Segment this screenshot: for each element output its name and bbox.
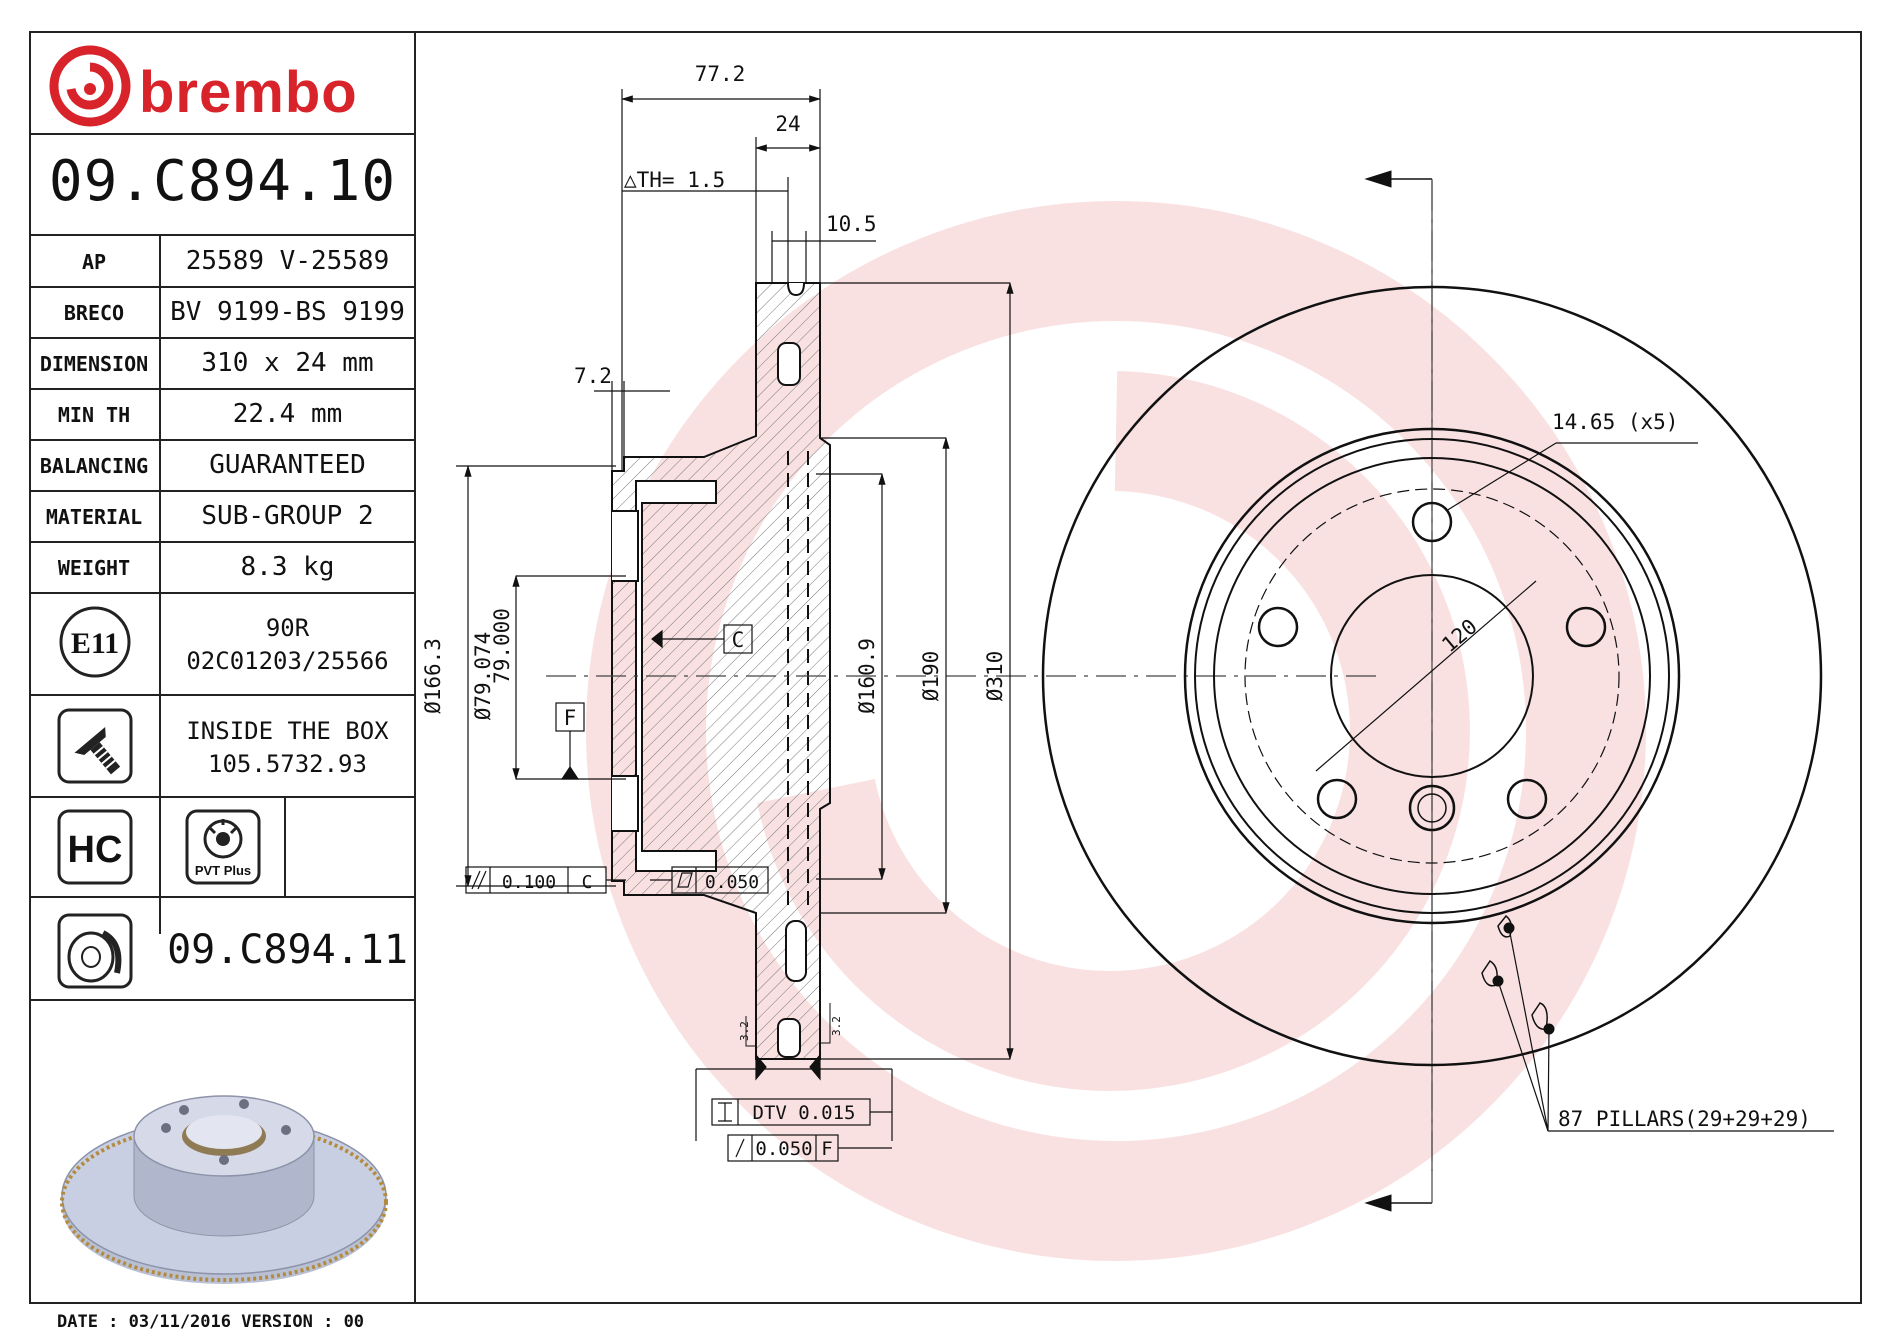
dim-thickness: 24: [775, 112, 800, 136]
tol-dtv: DTV 0.015: [753, 1102, 856, 1124]
part-number: 09.C894.10: [48, 149, 397, 214]
brembo-logo-icon: [49, 45, 131, 127]
spec-value-ap: 25589 V-25589: [185, 246, 390, 276]
inside-box-line1: INSIDE THE BOX: [186, 717, 389, 745]
spec-value-dimension: 310 x 24 mm: [201, 348, 374, 378]
disc-section-view: [611, 282, 831, 1060]
dim-overall-height: 77.2: [695, 62, 746, 86]
datum-c: C: [732, 628, 745, 652]
inside-box-line2: 105.5732.93: [208, 750, 367, 778]
tol-parallel-ref: C: [582, 872, 593, 893]
tol-flatness: 0.050: [705, 872, 759, 893]
datum-f: F: [564, 706, 577, 730]
spec-label-dimension: DIMENSION: [39, 352, 149, 376]
spec-value-material: SUB-GROUP 2: [201, 501, 374, 531]
disc-3d-render: [60, 1095, 388, 1284]
spec-label-breco: BRECO: [63, 301, 125, 325]
drawing-frame: [29, 31, 1862, 1304]
technical-drawing: 77.2 24 △TH= 1.5 10.5 7.2 Ø166.3 Ø79.074…: [421, 62, 1834, 1261]
e11-badge-text: E11: [71, 627, 119, 660]
screw-icon: [57, 708, 133, 784]
spec-label-material: MATERIAL: [45, 505, 143, 529]
note-3-2-left: 3.2: [738, 1021, 751, 1041]
pvt-badge-text: PVT Plus: [195, 863, 251, 878]
approval-line1: 90R: [265, 614, 310, 642]
hc-badge-text: HC: [68, 829, 123, 871]
dim-pillars: 87 PILLARS(29+29+29): [1558, 1107, 1811, 1131]
dim-d79-074: Ø79.074: [471, 632, 495, 721]
dim-bolt-hole: 14.65 (x5): [1552, 410, 1678, 434]
spec-value-balancing: GUARANTEED: [209, 450, 366, 480]
spec-label-min-th: MIN TH: [57, 403, 131, 427]
spec-value-breco: BV 9199-BS 9199: [170, 297, 405, 327]
tol-runout-ref: F: [821, 1138, 832, 1160]
pvt-plus-badge-icon: PVT Plus: [185, 809, 261, 885]
dim-10-5: 10.5: [826, 212, 877, 236]
approval-line2: 02C01203/25566: [186, 647, 389, 675]
spec-label-balancing: BALANCING: [39, 454, 149, 478]
spec-label-ap: AP: [81, 250, 107, 274]
spec-sidebar: brembo 09.C894.10 AP 25589 V-25589 BRECO…: [29, 31, 416, 1304]
brand-name: brembo: [139, 60, 358, 125]
disc-front-view: [1041, 170, 1834, 1212]
tol-parallel: 0.100: [502, 872, 556, 893]
variant-part-number: 09.C894.11: [167, 927, 408, 973]
dim-7-2: 7.2: [574, 364, 612, 388]
dim-d310: Ø310: [983, 651, 1007, 702]
dim-th-note: △TH= 1.5: [624, 168, 725, 192]
note-3-2-right: 3.2: [830, 1016, 843, 1036]
disc-caliper-icon: [57, 913, 133, 989]
spec-label-weight: WEIGHT: [57, 556, 131, 580]
e11-approval-icon: E11: [59, 606, 131, 678]
dim-d160-9: Ø160.9: [855, 638, 879, 714]
hc-badge-icon: HC: [57, 809, 133, 885]
spec-value-min-th: 22.4 mm: [232, 399, 343, 429]
dim-d190: Ø190: [919, 651, 943, 702]
dim-d79-000: 79.000: [490, 608, 514, 684]
spec-value-weight: 8.3 kg: [240, 552, 335, 582]
dim-d166-3: Ø166.3: [421, 638, 445, 714]
tol-runout: 0.050: [755, 1138, 812, 1160]
footer-date-version: DATE : 03/11/2016 VERSION : 00: [57, 1312, 365, 1332]
